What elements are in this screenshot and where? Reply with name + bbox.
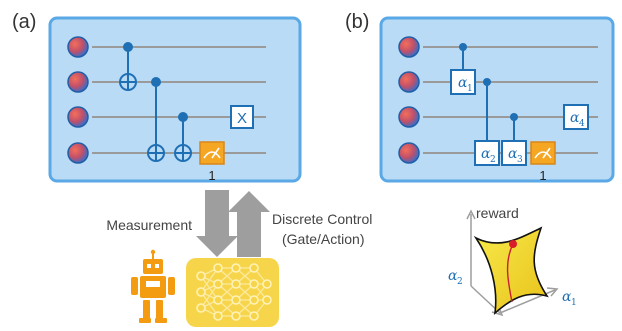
alpha2-subscript: 2: [490, 155, 496, 165]
param-gate-alpha4: α 4: [563, 104, 589, 130]
cnot-gate-2: [147, 77, 165, 162]
measurement-gate-b: [530, 141, 556, 165]
reward-surface: [473, 226, 549, 315]
robot-icon: [131, 249, 175, 323]
qubit-4: [67, 142, 89, 164]
measurement-output-b: 1: [539, 168, 546, 183]
alpha1-axis-subscript: 1: [571, 298, 577, 308]
optimum-point: [509, 240, 517, 248]
panel-b-circuit-box: [379, 16, 615, 183]
panel-a-qubits: [67, 36, 89, 164]
alpha2-axis-subscript: 2: [457, 277, 463, 287]
alpha2-axis-label: α: [448, 268, 458, 284]
reward-landscape: reward α 2 α 1: [448, 205, 577, 317]
cnot-gate-3: [174, 112, 192, 162]
panel-a-circuit-box: [48, 16, 302, 183]
qubit-3: [398, 106, 420, 128]
optimization-trajectory: [506, 243, 514, 303]
qubit-2: [67, 71, 89, 93]
qubit-4: [398, 142, 420, 164]
qubit-1: [67, 36, 89, 58]
panel-b-qubits: [398, 36, 420, 164]
alpha4-label: α: [570, 110, 580, 126]
alpha1-subscript: 1: [467, 84, 473, 94]
panel-a-label: (a): [12, 11, 36, 33]
control-label-line1: Discrete Control: [272, 211, 372, 227]
alpha3-label: α: [508, 146, 518, 162]
neural-network-icon: [186, 258, 279, 327]
x-gate-label: X: [237, 110, 247, 127]
alpha1-label: α: [458, 75, 468, 91]
measurement-output-a: 1: [208, 168, 215, 183]
alpha4-subscript: 4: [579, 119, 585, 129]
alpha2-label: α: [481, 146, 491, 162]
alpha1-axis-label: α: [562, 289, 572, 305]
reward-axis-label: reward: [476, 205, 519, 221]
param-gate-alpha2: α 2: [474, 78, 500, 166]
param-gate-alpha3: α 3: [501, 113, 527, 166]
qubit-3: [67, 106, 89, 128]
param-gate-alpha1: α 1: [450, 43, 476, 95]
x-gate: [230, 105, 254, 129]
control-arrow: [228, 191, 270, 257]
alpha3-subscript: 3: [517, 155, 523, 165]
panel-b-label: (b): [345, 11, 369, 33]
qubit-1: [398, 36, 420, 58]
measurement-arrow: [196, 190, 238, 257]
qubit-2: [398, 71, 420, 93]
measurement-label: Measurement: [106, 217, 192, 233]
control-label-line2: (Gate/Action): [282, 231, 364, 247]
measurement-gate-a: [199, 141, 225, 165]
cnot-gate-1: [119, 42, 137, 91]
